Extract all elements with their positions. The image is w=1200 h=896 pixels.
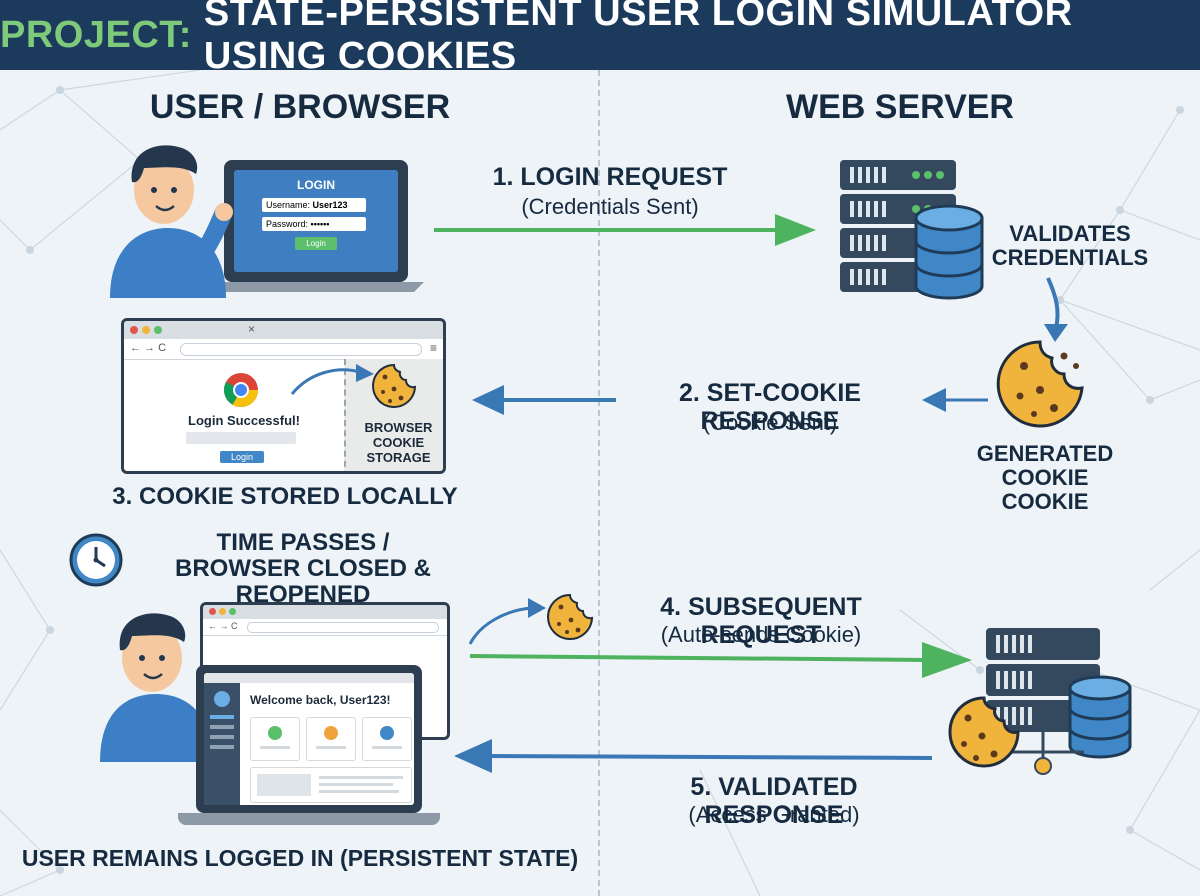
username-value: User123 (312, 200, 348, 210)
dashboard-content-panel (250, 767, 412, 803)
browser-titlebar: × (124, 321, 443, 339)
browser-nav-icons[interactable]: ← → C (130, 342, 167, 354)
title-banner: PROJECT: STATE-PERSISTENT USER LOGIN SIM… (0, 0, 1200, 77)
time-line1: TIME PASSES / (216, 529, 390, 556)
browser-nav-icons[interactable]: ← → C (208, 621, 238, 631)
subsequent-request-arrow (469, 642, 972, 678)
maximize-dot[interactable] (229, 608, 236, 615)
minimize-dot[interactable] (142, 326, 150, 334)
placeholder-bar (186, 432, 296, 444)
browser-window: × ← → C ≡ Login Successful! Login BROWSE… (121, 318, 446, 474)
tab-close-icon[interactable]: × (248, 322, 256, 336)
dashboard-sidebar (204, 683, 240, 805)
password-value: •••••• (310, 219, 330, 229)
login-screen: LOGIN Username: User123 Password: ••••••… (234, 170, 398, 272)
step3-title: 3. COOKIE STORED LOCALLY (112, 483, 458, 510)
cookie-icon (996, 340, 1084, 428)
dashboard-card-green[interactable] (250, 717, 300, 761)
dashboard-card-blue[interactable] (362, 717, 412, 761)
validates-line2: CREDENTIALS (991, 245, 1149, 270)
storage-line3: STORAGE (366, 449, 431, 465)
clock-icon (69, 533, 123, 587)
validates-line1: VALIDATES (1009, 221, 1131, 246)
cookie-icon (948, 696, 1020, 768)
store-cookie-arrow (290, 364, 374, 395)
minimize-dot[interactable] (219, 608, 226, 615)
address-bar[interactable] (180, 343, 422, 356)
maximize-dot[interactable] (154, 326, 162, 334)
set-cookie-arrow-from-cookie (922, 388, 988, 412)
step4-subtitle: (Auto-sends Cookie) (660, 622, 862, 647)
set-cookie-arrow-left (472, 385, 616, 415)
persistent-state-caption: USER REMAINS LOGGED IN (PERSISTENT STATE… (21, 845, 579, 871)
server-icon-top (840, 160, 984, 300)
time-line2: BROWSER CLOSED & REOPENED (174, 555, 431, 609)
dashboard-screen: Welcome back, User123! (204, 673, 414, 805)
send-cookie-arrow (468, 593, 594, 645)
browser-toolbar: ← → C ≡ (124, 339, 443, 360)
login-button[interactable]: Login (295, 237, 337, 250)
browser-login-button[interactable]: Login (220, 451, 264, 463)
step1-subtitle: (Credentials Sent) (521, 194, 699, 219)
step5-title: 5. VALIDATED RESPONSE (690, 773, 858, 829)
password-label: Password: (266, 219, 309, 229)
username-label: Username: (266, 200, 311, 210)
title-text: STATE-PERSISTENT USER LOGIN SIMULATOR US… (203, 0, 1073, 77)
database-icon (1068, 675, 1132, 759)
login-title: LOGIN (297, 178, 335, 192)
left-column-heading: USER / BROWSER (149, 88, 451, 126)
dashboard-card-orange[interactable] (306, 717, 356, 761)
step2-subtitle: (Cookie Sent) (702, 410, 838, 435)
dashboard-avatar (214, 691, 230, 707)
laptop-base (178, 813, 440, 825)
close-dot[interactable] (209, 608, 216, 615)
login-success-message: Login Successful! (188, 413, 300, 428)
database-icon (914, 204, 984, 300)
right-column-heading: WEB SERVER (786, 88, 1014, 126)
network-node-icon (1004, 732, 1084, 775)
address-bar[interactable] (247, 622, 439, 633)
storage-line1: BROWSER (364, 420, 433, 435)
column-divider (598, 70, 600, 896)
login-request-arrow (434, 214, 816, 246)
generated-line1: GENERATED (976, 441, 1114, 466)
cookie-icon-stored (372, 363, 417, 408)
server-icon-bottom (948, 628, 1132, 775)
validate-to-cookie-arrow (1044, 277, 1068, 342)
step4-title: 4. SUBSEQUENT REQUEST (660, 593, 862, 649)
close-dot[interactable] (130, 326, 138, 334)
welcome-message: Welcome back, User123! (250, 693, 391, 707)
step2-title: 2. SET-COOKIE RESPONSE (679, 379, 861, 435)
dashboard-laptop: Welcome back, User123! (196, 665, 422, 813)
validated-response-arrow (454, 739, 933, 773)
user-avatar-icon (110, 145, 233, 298)
storage-line2: COOKIE (372, 434, 425, 450)
username-field[interactable]: Username: User123 (262, 198, 366, 212)
title-prefix: PROJECT: (0, 13, 192, 56)
browser-menu-icon[interactable]: ≡ (429, 341, 437, 355)
step1-title: 1. LOGIN REQUEST (492, 163, 728, 191)
password-field[interactable]: Password: •••••• (262, 217, 366, 231)
generated-line2: COOKIE COOKIE (1001, 465, 1089, 515)
step5-subtitle: (Access Granted) (688, 802, 860, 827)
cookie-icon-generated (996, 340, 1084, 428)
chrome-logo-icon (224, 373, 258, 407)
